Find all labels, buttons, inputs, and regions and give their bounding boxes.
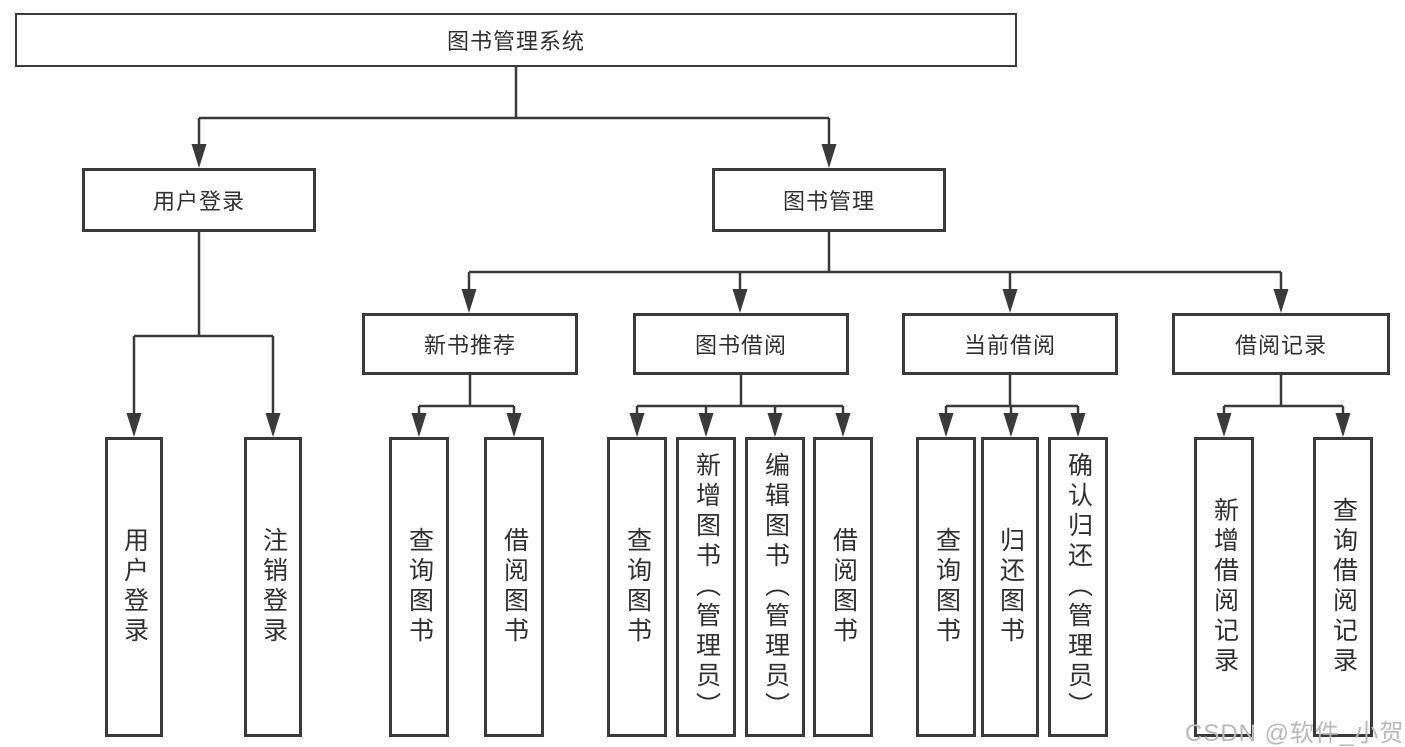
node-current-borrowing-label: 当前借阅 bbox=[963, 333, 1056, 358]
leaf-recommend-query-books: 查询图书 bbox=[389, 437, 449, 737]
node-user-login: 用户登录 bbox=[82, 168, 316, 232]
leaf-add-books-admin-label: 新增图书（管理员） bbox=[692, 452, 721, 722]
node-borrowing-records: 借阅记录 bbox=[1172, 313, 1390, 375]
leaf-add-borrow-record: 新增借阅记录 bbox=[1194, 437, 1254, 737]
node-borrowing-records-label: 借阅记录 bbox=[1234, 333, 1327, 358]
node-new-book-recommend: 新书推荐 bbox=[362, 313, 578, 375]
leaf-return-books: 归还图书 bbox=[981, 437, 1039, 737]
node-current-borrowing: 当前借阅 bbox=[902, 313, 1118, 375]
node-book-borrowing-label: 图书借阅 bbox=[694, 333, 787, 358]
leaf-logout-label: 注销登录 bbox=[259, 527, 288, 647]
leaf-borrow-books: 借阅图书 bbox=[813, 437, 873, 737]
node-book-borrowing: 图书借阅 bbox=[633, 313, 849, 375]
leaf-recommend-borrow-books-label: 借阅图书 bbox=[500, 527, 529, 647]
node-book-management: 图书管理 bbox=[712, 168, 946, 232]
leaf-current-query-books: 查询图书 bbox=[916, 437, 976, 737]
leaf-confirm-return-admin: 确认归还（管理员） bbox=[1048, 437, 1108, 737]
node-user-login-label: 用户登录 bbox=[152, 189, 245, 214]
leaf-add-borrow-record-label: 新增借阅记录 bbox=[1210, 497, 1239, 677]
leaf-edit-books-admin-label: 编辑图书（管理员） bbox=[761, 452, 790, 722]
leaf-recommend-borrow-books: 借阅图书 bbox=[484, 437, 544, 737]
arrowheads bbox=[126, 144, 1351, 437]
leaf-add-books-admin: 新增图书（管理员） bbox=[676, 437, 736, 737]
watermark: CSDN @软件_小贺同学 bbox=[1185, 720, 1405, 747]
leaf-query-borrow-record: 查询借阅记录 bbox=[1313, 437, 1373, 737]
leaf-confirm-return-admin-label: 确认归还（管理员） bbox=[1064, 452, 1093, 722]
leaf-recommend-query-books-label: 查询图书 bbox=[405, 527, 434, 647]
leaf-return-books-label: 归还图书 bbox=[996, 527, 1025, 647]
node-root: 图书管理系统 bbox=[15, 13, 1017, 67]
leaf-current-query-books-label: 查询图书 bbox=[932, 527, 961, 647]
node-root-label: 图书管理系统 bbox=[446, 29, 585, 54]
leaf-user-login-label: 用户登录 bbox=[120, 527, 149, 647]
leaf-borrow-books-label: 借阅图书 bbox=[829, 527, 858, 647]
node-book-management-label: 图书管理 bbox=[782, 189, 875, 214]
leaf-query-borrow-record-label: 查询借阅记录 bbox=[1329, 497, 1358, 677]
node-new-book-recommend-label: 新书推荐 bbox=[423, 333, 516, 358]
leaf-borrowing-query-books: 查询图书 bbox=[607, 437, 667, 737]
leaf-logout: 注销登录 bbox=[244, 437, 302, 737]
leaf-user-login: 用户登录 bbox=[105, 437, 163, 737]
leaf-edit-books-admin: 编辑图书（管理员） bbox=[745, 437, 805, 737]
leaf-borrowing-query-books-label: 查询图书 bbox=[623, 527, 652, 647]
